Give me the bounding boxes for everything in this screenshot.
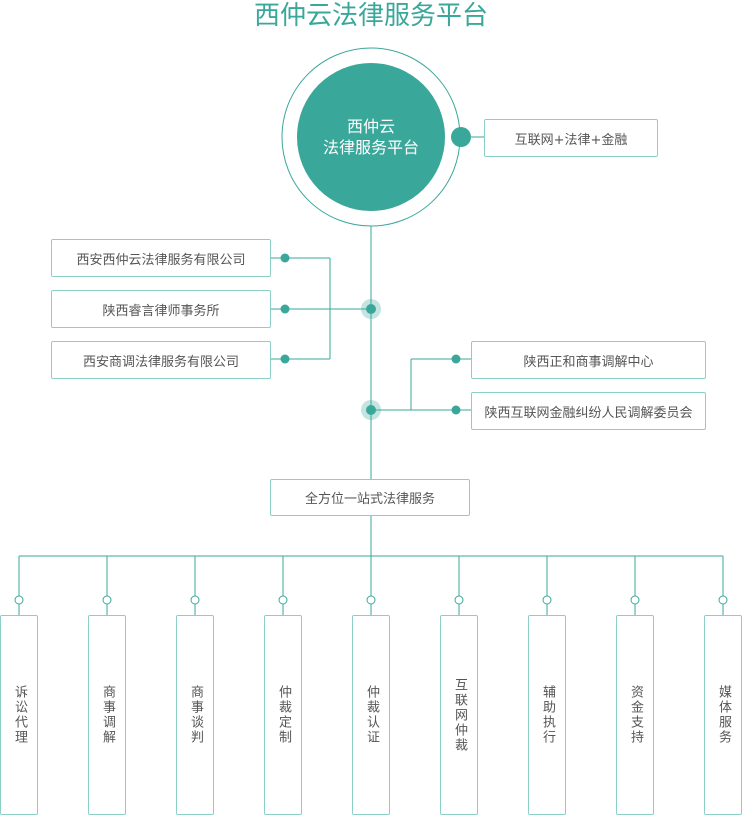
service-label: 仲裁定制 (276, 685, 291, 745)
service-item-8: 资金支持 (616, 615, 654, 815)
service-label: 商事调解 (100, 685, 115, 745)
center-line-1: 西仲云 (346, 117, 395, 136)
service-item-9: 媒体服务 (704, 615, 742, 815)
left-org-3: 西安商调法律服务有限公司 (51, 341, 271, 379)
left-org-2: 陕西睿言律师事务所 (51, 290, 271, 328)
center-platform-circle: 西仲云 法律服务平台 (297, 63, 445, 211)
tagline-box: 互联网+法律+金融 (484, 119, 658, 157)
service-drop-node (542, 595, 552, 605)
service-drop-node (718, 595, 728, 605)
service-label: 互联网仲裁 (452, 677, 467, 753)
service-item-1: 诉讼代理 (0, 615, 38, 815)
service-drop-node (190, 595, 200, 605)
center-line-2: 法律服务平台 (322, 138, 419, 157)
service-item-2: 商事调解 (88, 615, 126, 815)
service-drops (14, 556, 728, 615)
right-org-2: 陕西互联网金融纠纷人民调解委员会 (471, 392, 706, 430)
service-item-3: 商事谈判 (176, 615, 214, 815)
left-junction-dot (366, 304, 376, 314)
service-label: 商事谈判 (188, 685, 203, 745)
service-drop-node (630, 595, 640, 605)
service-label: 辅助执行 (540, 685, 555, 745)
service-label: 诉讼代理 (12, 685, 27, 745)
right-junction-dot (366, 405, 376, 415)
service-item-5: 仲裁认证 (352, 615, 390, 815)
service-item-4: 仲裁定制 (264, 615, 302, 815)
service-item-7: 辅助执行 (528, 615, 566, 815)
right-org-1: 陕西正和商事调解中心 (471, 341, 706, 379)
service-drop-node (366, 595, 376, 605)
service-drop-node (102, 595, 112, 605)
service-item-6: 互联网仲裁 (440, 615, 478, 815)
service-drop-node (454, 595, 464, 605)
service-drop-node (14, 595, 24, 605)
service-drop-node (278, 595, 288, 605)
tagline-dot (451, 127, 471, 147)
page-title: 西仲云法律服务平台 (253, 1, 488, 31)
service-label: 媒体服务 (716, 685, 731, 745)
service-label: 资金支持 (628, 685, 643, 745)
left-org-1: 西安西仲云法律服务有限公司 (51, 239, 271, 277)
service-hub-box: 全方位一站式法律服务 (270, 479, 470, 516)
service-label: 仲裁认证 (364, 685, 379, 745)
